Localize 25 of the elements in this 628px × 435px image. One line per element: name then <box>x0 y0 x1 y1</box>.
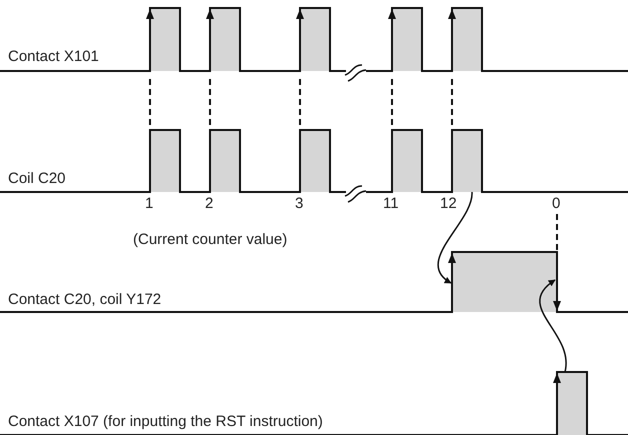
pulse-block <box>300 8 330 71</box>
axis-caption: (Current counter value) <box>133 231 288 248</box>
pulse-block <box>452 8 482 71</box>
pulse-block <box>210 130 240 192</box>
counter-value: 12 <box>440 195 457 212</box>
signal-name: Contact C20, coil Y172 <box>8 291 162 308</box>
signal-name: Contact X107 (for inputting the RST instruction) <box>8 413 323 430</box>
pulse-block <box>452 130 482 192</box>
counter-value: 3 <box>295 195 304 212</box>
counter-value: 2 <box>205 195 214 212</box>
curved-arrow <box>539 279 567 372</box>
counter-value: 0 <box>552 195 560 212</box>
counter-value: 11 <box>383 195 399 212</box>
pulse-block <box>210 8 240 71</box>
pulse-block <box>392 130 422 192</box>
pulse-block <box>300 130 330 192</box>
pulse-block <box>392 8 422 71</box>
counter-value: 1 <box>145 195 154 212</box>
curved-arrow <box>437 192 473 284</box>
signal-name: Coil C20 <box>8 170 66 187</box>
pulse-block <box>452 252 557 312</box>
pulse-block <box>150 8 180 71</box>
pulse-block <box>557 372 587 435</box>
signal-name: Contact X101 <box>8 48 99 65</box>
pulse-block <box>150 130 180 192</box>
